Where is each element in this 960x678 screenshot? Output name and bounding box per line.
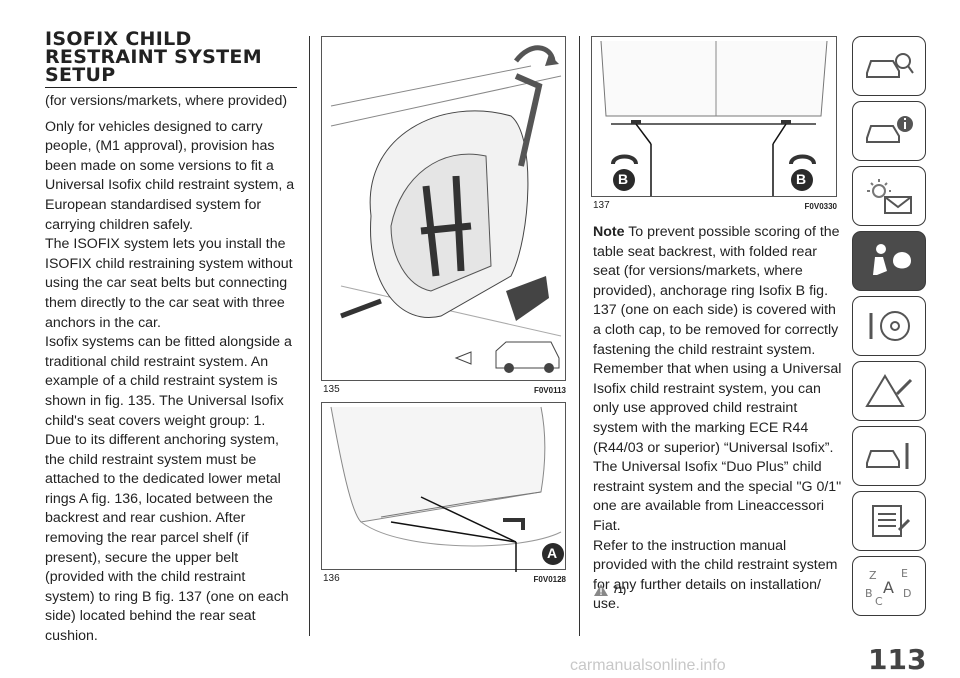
car-search-icon — [866, 53, 914, 78]
note-text-4: Refer to the instruction manual provided… — [593, 537, 838, 613]
svg-text:E: E — [901, 567, 908, 580]
anchoring-paragraph: Due to its different anchoring system, t… — [45, 432, 289, 645]
warning-triangle-icon — [865, 374, 913, 407]
figure-136-number: 136 — [323, 573, 340, 584]
car-service-icon — [866, 443, 909, 469]
tab-steering-key[interactable] — [852, 296, 926, 356]
text-column-left: ISOFIX CHILD RESTRAINT SYSTEM SETUP (for… — [45, 30, 297, 647]
column-divider-2 — [579, 36, 580, 636]
anchor-label-b-left: B — [618, 171, 629, 187]
warning-ref-text: 71) — [613, 585, 627, 595]
tab-car-search[interactable] — [852, 36, 926, 96]
note-block: Note To prevent possible scoring of the … — [593, 223, 843, 615]
tab-index[interactable]: Z E A B D C — [852, 556, 926, 616]
anchor-label-a: A — [547, 545, 558, 561]
technical-list-icon — [872, 505, 911, 537]
tab-emergency[interactable] — [852, 361, 926, 421]
anchor-label-b-right: B — [796, 171, 807, 187]
column-divider-1 — [309, 36, 310, 636]
seat-safety-icon — [873, 244, 911, 275]
warning-triangle-icon — [594, 584, 608, 596]
note-label: Note — [593, 224, 625, 240]
note-text-2: Remember that when using a Universal Iso… — [593, 361, 842, 456]
figure-135: 135 F0V0113 — [321, 36, 566, 396]
warning-reference: 71) — [593, 583, 626, 597]
figure-136: A 136 F0V0128 — [321, 402, 566, 587]
watermark: carmanualsonline.info — [570, 657, 726, 674]
figure-135-number: 135 — [323, 384, 340, 395]
title-line-2: RESTRAINT SYSTEM — [45, 46, 262, 68]
tab-seat-safety[interactable] — [852, 231, 926, 291]
chapter-tabs: Z E A B D C — [852, 36, 928, 621]
tab-warning-lights[interactable] — [852, 166, 926, 226]
child-seat-illustration — [321, 36, 566, 381]
section-title: ISOFIX CHILD RESTRAINT SYSTEM SETUP — [45, 30, 297, 88]
title-line-1: ISOFIX CHILD — [45, 28, 192, 50]
figure-137-number: 137 — [593, 200, 610, 211]
svg-text:A: A — [883, 578, 894, 597]
alphabet-index-icon: Z E A B D C — [865, 567, 911, 607]
figure-135-code: F0V0113 — [533, 386, 566, 395]
svg-text:B: B — [865, 587, 873, 600]
figure-136-code: F0V0128 — [533, 575, 566, 584]
page-number: 113 — [868, 643, 927, 676]
isofix-paragraph: The ISOFIX system lets you install the I… — [45, 236, 293, 331]
rear-anchor-illustration — [591, 36, 837, 197]
traditional-paragraph: Isofix systems can be fitted alongside a… — [45, 334, 292, 429]
note-text: To prevent possible scoring of the table… — [593, 224, 840, 358]
tab-technical-data[interactable] — [852, 491, 926, 551]
figure-137-code: F0V0330 — [804, 202, 837, 211]
car-info-icon — [866, 116, 913, 143]
svg-text:Z: Z — [869, 569, 877, 582]
warning-lights-icon — [867, 179, 912, 214]
title-line-3: SETUP — [45, 64, 116, 86]
intro-paragraph: Only for vehicles designed to carry peop… — [45, 118, 295, 233]
svg-text:C: C — [875, 595, 883, 607]
tab-car-info[interactable] — [852, 101, 926, 161]
figure-137: B B 137 F0V0330 — [591, 36, 837, 216]
note-text-3: The Universal Isofix “Duo Plus” child re… — [593, 459, 842, 534]
section-subtitle: (for versions/markets, where provided) — [45, 93, 288, 109]
seat-anchor-illustration — [321, 402, 566, 572]
steering-key-icon — [869, 311, 910, 341]
svg-text:D: D — [903, 587, 911, 600]
tab-car-service[interactable] — [852, 426, 926, 486]
